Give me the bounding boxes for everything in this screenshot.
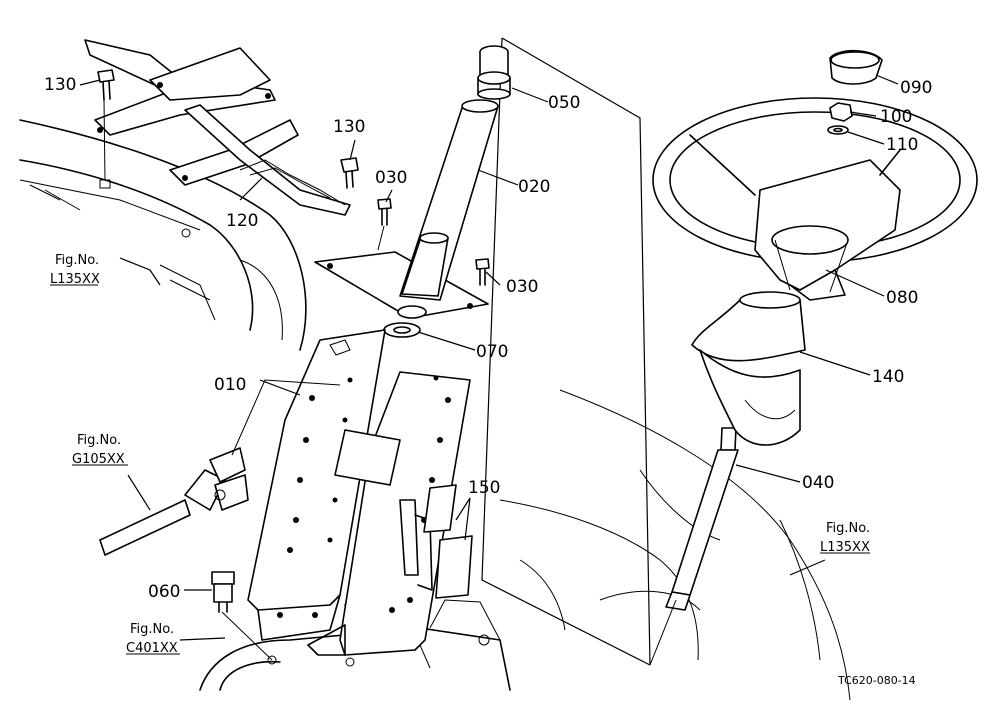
label-part-130-right: 130 xyxy=(333,117,365,137)
hub-cap-090 xyxy=(829,49,883,85)
right-body-outline xyxy=(499,389,851,701)
washer-110 xyxy=(827,125,849,135)
steering-shaft-040 xyxy=(649,427,739,666)
label-part-130-left: 130 xyxy=(44,75,76,95)
label-part-060: 060 xyxy=(148,582,180,602)
ref-fig-label-2: Fig.No. xyxy=(77,433,121,448)
drawing-code: TC620-080-14 xyxy=(837,674,916,687)
ref-fig-label-1: Fig.No. xyxy=(55,253,99,268)
label-part-150: 150 xyxy=(468,478,500,498)
ref-fig-label-4: Fig.No. xyxy=(826,521,870,536)
label-part-070: 070 xyxy=(476,342,508,362)
label-part-050: 050 xyxy=(548,93,580,113)
ref-fig-label-3: Fig.No. xyxy=(130,622,174,637)
leader-lines xyxy=(79,74,899,641)
label-part-030-upper: 030 xyxy=(375,168,407,188)
ref-fig-number-1: L135XX xyxy=(50,272,100,287)
bolt-130-left xyxy=(97,69,115,189)
figure-references: Fig.No. L135XX Fig.No. G105XX Fig.No. C4… xyxy=(50,253,870,656)
column-cover-140 xyxy=(691,291,806,446)
label-part-140: 140 xyxy=(872,367,904,387)
universal-joint xyxy=(99,379,341,556)
label-part-090: 090 xyxy=(900,78,932,98)
part-labels: 130 130 120 030 030 050 020 070 010 060 … xyxy=(44,75,932,602)
label-part-010: 010 xyxy=(214,375,246,395)
ref-fig-number-2: G105XX xyxy=(72,452,125,467)
column-tube-020 xyxy=(399,99,499,301)
bushing-050 xyxy=(477,45,511,100)
clip-150 xyxy=(399,484,473,599)
steering-wheel-080 xyxy=(652,97,978,301)
label-part-020: 020 xyxy=(518,177,550,197)
ref-fig-number-3: C401XX xyxy=(126,641,178,656)
label-part-110: 110 xyxy=(886,135,918,155)
label-part-080: 080 xyxy=(886,288,918,308)
ref-fig-number-4: L135XX xyxy=(820,540,870,555)
hood-body-outline xyxy=(19,119,307,351)
assembly-frame-lines xyxy=(481,37,651,666)
label-part-030-right: 030 xyxy=(506,277,538,297)
bolt-130-right xyxy=(340,157,359,189)
bracket-assembly-120 xyxy=(84,39,351,216)
nut-100 xyxy=(829,102,853,122)
label-part-040: 040 xyxy=(802,473,834,493)
bolt-060 xyxy=(211,571,273,661)
label-part-120: 120 xyxy=(226,211,258,231)
bolt-030-upper xyxy=(377,198,392,251)
mounting-plate xyxy=(314,251,489,319)
bolt-030-right xyxy=(475,258,490,286)
label-part-100: 100 xyxy=(880,107,912,127)
washer-070 xyxy=(383,305,427,338)
